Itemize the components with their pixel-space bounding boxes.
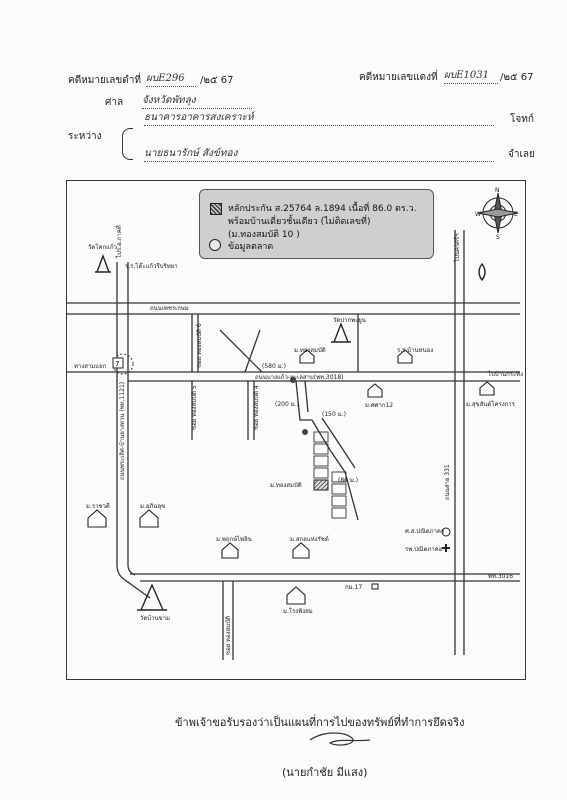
- legend-collateral-line3: (ม.ทองสมบัติ 10 ): [228, 230, 300, 240]
- house-icon-6: [139, 509, 159, 528]
- red-case-year: /๒๕ 67: [500, 72, 534, 83]
- temple-icon-2: [331, 322, 351, 343]
- label-m-sukhumvit: ม.อภิฉลุข: [140, 503, 165, 510]
- plaintiff-role: โจทก์: [510, 114, 534, 125]
- label-to-nakhon: ไปนครศรีฯ: [453, 233, 461, 263]
- label-hospital-b: รพ.ปณิตภาคอ: [405, 546, 443, 553]
- court-label: ศาล: [105, 97, 124, 108]
- label-dist-150: (150 ม.): [322, 411, 346, 418]
- hospital-icon: [442, 544, 450, 552]
- leaf-icon: [478, 262, 486, 282]
- soi-subject-2: [304, 380, 309, 413]
- compass-w: W: [475, 211, 481, 218]
- road-left-vertical: [116, 262, 151, 599]
- junction-marker-icon: [112, 357, 124, 369]
- soi-subject-4: [321, 417, 356, 469]
- label-roi-ed: ไปร.อ.ภาคที่: [115, 225, 123, 259]
- label-wat-pak-phayun: วัดปากพะยูน: [333, 317, 366, 324]
- plaintiff-value: ธนาคารอาคารสงเคราะห์: [144, 110, 494, 126]
- soi-wat-2: [244, 329, 261, 373]
- junction-number: 7: [115, 360, 119, 368]
- certification-text: ข้าพเจ้าขอรับรองว่าเป็นแผนที่การไปของทรั…: [175, 716, 465, 729]
- party-brace: [122, 128, 133, 160]
- subject-plots: [313, 431, 347, 519]
- label-main-road: ถนนบางแก้ว-ทะเลสาบ(พท.3018): [255, 374, 344, 381]
- label-soi-wat: ซอย ทองสมบัติ 6: [196, 323, 203, 368]
- route-dot-2: [302, 429, 308, 435]
- route-dot: [290, 377, 296, 383]
- signer-name: (นายกำชัย มีแสง): [282, 766, 368, 779]
- search-mark-icon: [441, 527, 451, 537]
- house-icon-4: [479, 381, 495, 396]
- house-icon-8: [292, 542, 310, 559]
- legend: หลักประกัน ส.25764 ล.1894 เนื้อที่ 86.0 …: [199, 189, 434, 259]
- market-circle-icon: [209, 239, 221, 251]
- label-phetkasem: ถนนเพชรเกษม: [150, 305, 189, 312]
- legend-collateral-line1: หลักประกัน ส.25764 ล.1894 เนื้อที่ 86.0 …: [228, 204, 417, 214]
- label-soi-bottom: ซอย ทองสมบัติ: [225, 616, 232, 655]
- label-dist-200: (200 ม.): [275, 401, 299, 408]
- red-case-label: คดีหมายเลขแดงที่: [359, 72, 438, 83]
- label-school-top: ร.ร.โต๊ะแก้วรีบริทยา: [125, 262, 178, 270]
- defendant-role: จำเลย: [508, 149, 535, 160]
- label-dist-580: (580 ม.): [262, 363, 286, 370]
- road-left-vertical-2: [127, 262, 136, 576]
- label-hospital-a: ศ.ส.ปณิตภาคอ: [405, 528, 445, 535]
- label-m-chaiyanan: ม.ราชวดี: [86, 502, 110, 510]
- subject-property-marker: [313, 479, 329, 491]
- label-m-trang: ม.โรงพิงสม: [283, 607, 313, 615]
- label-m-thongsombat-b: ม.ทองสมบัติ: [270, 482, 302, 489]
- label-m-sakhon: ม.ศศาก12: [365, 402, 393, 409]
- house-icon-9: [286, 586, 306, 605]
- temple-icon-3: [137, 583, 167, 611]
- soi-subject-3: [311, 419, 359, 521]
- label-m-suksan: ม.สุขสันต์โครงการ: [466, 400, 516, 408]
- collateral-swatch-icon: [210, 203, 222, 215]
- house-icon-2: [397, 349, 413, 364]
- label-junction: ทางสามแยก: [74, 363, 107, 370]
- temple-icon: [95, 254, 111, 273]
- between-label: ระหว่าง: [68, 131, 102, 142]
- map-frame: [66, 180, 526, 680]
- label-wat-kham: วัดบ้านขาม: [140, 615, 170, 622]
- legend-market-data: ข้อมูลตลาด: [228, 242, 274, 252]
- house-icon-5: [87, 509, 107, 528]
- label-to-kham: ไปบ้านกระทิง: [487, 370, 523, 378]
- label-road-left: ถนนพระเลิศ-บ้านยางทวน (พท.1121): [119, 382, 126, 480]
- label-dist-80: (80 ม.): [338, 477, 358, 484]
- label-soi-a: ซอย ทองสมบัติ 5: [191, 385, 198, 430]
- label-school-mid: ร.ร.บ้านหนอง: [397, 347, 433, 354]
- compass-s: S: [496, 234, 500, 241]
- label-road-right: ถนนสาย 331: [444, 464, 451, 500]
- soi-subject: [295, 380, 312, 421]
- km-marker-icon: [371, 583, 379, 590]
- label-m-thongsombat-a: ม.ทองสมบัติ: [294, 347, 326, 354]
- compass-icon: [477, 192, 519, 234]
- legend-collateral-line2: พร้อมบ้านเดี่ยวชั้นเดียว (ไม่ติดเลขที่): [228, 217, 371, 227]
- court-value: จังหวัดพัทลุง: [142, 93, 252, 109]
- defendant-value: นายธนารักษ์ สังข์ทอง: [144, 146, 494, 162]
- black-case-value: ผบE296: [146, 71, 196, 87]
- black-case-label: คดีหมายเลขดำที่: [68, 75, 141, 86]
- label-m-thongsuk: ม.สกลแห่งรัชต์: [290, 535, 329, 543]
- label-ps12: พท.3016: [488, 573, 513, 580]
- black-case-year: /๒๕ 67: [200, 75, 234, 86]
- label-m-pruksa: ม.พฤกษ์ไพลิน: [216, 535, 252, 543]
- compass-n: N: [495, 187, 500, 194]
- label-km: กม.17: [345, 584, 362, 591]
- house-icon-7: [221, 542, 239, 559]
- label-soi-b: ซอย ทองสมบัติ 4: [253, 385, 260, 430]
- compass-e: E: [514, 211, 518, 218]
- signature-icon: [309, 732, 371, 746]
- junction-circle: [112, 353, 134, 375]
- house-icon: [299, 349, 315, 364]
- soi-wat: [219, 329, 263, 373]
- red-case-value: ผบE1031: [444, 68, 498, 84]
- house-icon-3: [367, 383, 383, 398]
- label-wat-khok-kaeo: วัดโคกแก้ว: [88, 243, 117, 251]
